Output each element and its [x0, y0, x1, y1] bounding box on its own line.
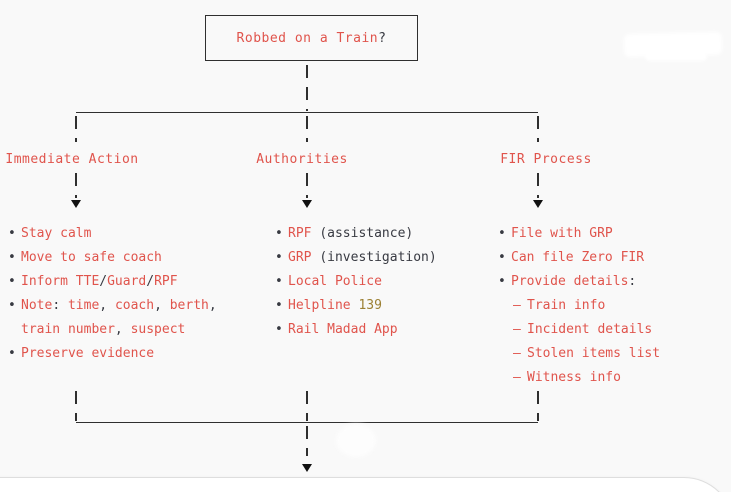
list-item-text: Witness info [527, 369, 621, 385]
connector-branch1-stem-top [75, 116, 77, 142]
list-item: • GRP (investigation) [275, 245, 437, 269]
list-item-text: , [114, 321, 131, 337]
list-item-text: suspect [130, 321, 186, 337]
list-item-text: RPF [154, 273, 178, 289]
erased-area [645, 52, 707, 61]
list-item-text: Note [21, 297, 53, 313]
list-item-text: Rail Madad App [288, 321, 398, 337]
bullet-marker: • [275, 321, 283, 337]
connector-branch-bar-bottom [76, 422, 538, 423]
bullet-marker: • [275, 249, 283, 265]
connector-merge1-stem [75, 391, 77, 421]
root-node-title: Robbed on a Train [236, 30, 379, 46]
list-item-text: Move to safe coach [21, 249, 162, 265]
list-authorities: • RPF (assistance) • GRP (investigation) • Lo… [275, 221, 437, 341]
list-item-text: Inform TTE [21, 273, 100, 289]
bullet-marker: • [8, 297, 16, 313]
list-item: • RPF (assistance) [275, 221, 437, 245]
list-item-text: / [146, 273, 155, 289]
connector-exit-stem [306, 426, 308, 456]
list-item-text: (investigation) [319, 249, 437, 265]
arrow-down-icon [302, 464, 312, 472]
list-item-text: Train info [527, 297, 606, 313]
list-item: • Rail Madad App [275, 317, 437, 341]
dash-marker: – [513, 345, 521, 361]
bullet-marker: • [498, 273, 506, 289]
list-item: • Helpline 139 [275, 293, 437, 317]
list-item-text: GRP [288, 249, 320, 265]
list-item: –Stolen items list [513, 341, 660, 365]
bullet-marker: • [498, 225, 506, 241]
list-immediate-action: • Stay calm • Move to safe coach • Inform TTE… [8, 221, 217, 365]
list-item: –Witness info [513, 365, 660, 389]
branch-label-fir-process: FIR Process [500, 152, 592, 167]
list-item: • Provide details: [498, 269, 660, 293]
arrow-down-icon [302, 200, 312, 208]
connector-branch3-stem-bottom [537, 173, 539, 198]
list-item-text: 139 [358, 297, 382, 313]
list-item-text: Stay calm [21, 225, 92, 241]
bullet-marker: • [8, 345, 16, 361]
list-item: • Preserve evidence [8, 341, 217, 365]
list-item-text: Preserve evidence [21, 345, 155, 361]
list-item-text: , [208, 297, 217, 313]
bullet-marker: • [275, 273, 283, 289]
list-item: • Local Police [275, 269, 437, 293]
list-item-text: , [99, 297, 115, 313]
list-fir-process: • File with GRP • Can file Zero FIR • Provide… [498, 221, 660, 389]
list-item-text: File with GRP [511, 225, 613, 241]
list-item: • File with GRP [498, 221, 660, 245]
list-item-text: coach [114, 297, 155, 313]
connector-branch-bar-top [76, 112, 538, 113]
connector-branch1-stem-bottom [75, 173, 77, 198]
list-item-text: train number [21, 321, 115, 337]
list-item-text: : [628, 273, 637, 289]
connector-branch3-stem-top [537, 116, 539, 142]
branch-label-authorities: Authorities [256, 152, 348, 167]
list-item-text: berth [169, 297, 209, 313]
list-item-text: : [52, 297, 68, 313]
list-item-text: time [67, 297, 100, 313]
arrow-down-icon [71, 200, 81, 208]
dash-marker: – [513, 297, 521, 313]
connector-root-stem [306, 65, 308, 111]
list-item: train number, suspect [8, 317, 217, 341]
list-item-text: RPF [288, 225, 320, 241]
list-item-text: Can file Zero FIR [511, 249, 645, 265]
root-node: Robbed on a Train? [205, 15, 418, 61]
bullet-marker: • [498, 249, 506, 265]
branch-label-immediate-action: Immediate Action [5, 152, 139, 167]
list-item-text: Guard [107, 273, 147, 289]
arrow-down-icon [533, 200, 543, 208]
bullet-marker: • [8, 273, 16, 289]
list-item-text: (assistance) [319, 225, 414, 241]
bullet-marker: • [275, 297, 283, 313]
list-item-text: , [154, 297, 170, 313]
bottom-panel[interactable] [0, 477, 731, 492]
connector-merge2-stem [306, 391, 308, 421]
root-node-punctuation: ? [378, 30, 387, 46]
list-item: • Move to safe coach [8, 245, 217, 269]
bullet-marker: • [275, 225, 283, 241]
list-item-text: Incident details [527, 321, 653, 337]
connector-merge3-stem [537, 391, 539, 421]
bullet-marker: • [8, 249, 16, 265]
list-item: • Stay calm [8, 221, 217, 245]
connector-branch2-stem-top [306, 116, 308, 142]
list-item-text: Stolen items list [527, 345, 661, 361]
list-item-text: Local Police [288, 273, 382, 289]
bullet-marker: • [8, 225, 16, 241]
list-item-text: / [99, 273, 108, 289]
cursor-ghost [336, 424, 376, 457]
dash-marker: – [513, 369, 521, 385]
list-item: –Train info [513, 293, 660, 317]
list-item-text: Provide details [511, 273, 629, 289]
list-item: • Can file Zero FIR [498, 245, 660, 269]
list-item-text: Helpline [288, 297, 359, 313]
list-item: • Note: time, coach, berth, [8, 293, 217, 317]
dash-marker: – [513, 321, 521, 337]
connector-branch2-stem-bottom [306, 173, 308, 198]
list-item: •Inform TTE/Guard/RPF [8, 269, 217, 293]
list-item: –Incident details [513, 317, 660, 341]
